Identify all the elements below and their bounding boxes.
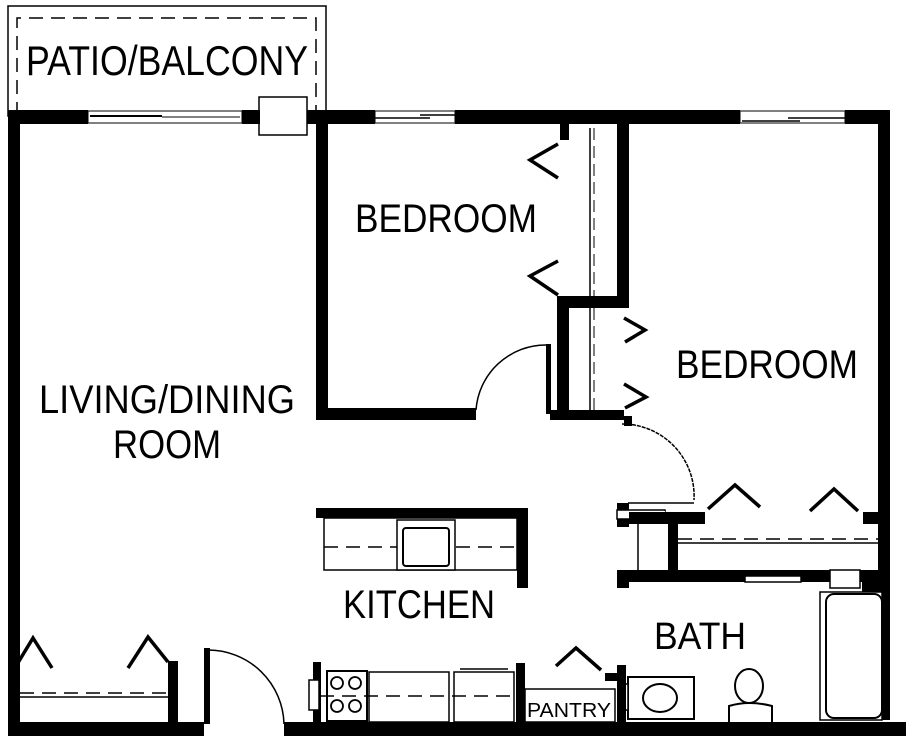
living-dining-room: LIVING/DINING ROOM: [14, 378, 295, 725]
patio-balcony: PATIO/BALCONY: [7, 5, 327, 136]
bifold-closet-door-icon: [14, 634, 54, 669]
pantry-label: PANTRY: [527, 700, 611, 722]
sliding-door-icon: [87, 110, 243, 124]
entry-door-icon: [204, 648, 285, 725]
hinged-door-icon: [621, 423, 695, 501]
bedroom-2: BEDROOM: [589, 308, 883, 572]
bifold-closet-door-icon: [554, 645, 603, 672]
bifold-closet-door-icon: [126, 634, 170, 669]
window-icon: [744, 575, 802, 583]
refrigerator-icon: [453, 668, 515, 723]
window-icon: [374, 110, 456, 124]
bifold-closet-door-icon: [526, 259, 559, 297]
bifold-closet-door-icon: [808, 486, 860, 513]
toilet-icon: [728, 668, 773, 722]
living-label-line2: ROOM: [113, 423, 221, 467]
vanity-sink-icon: [620, 676, 695, 720]
exterior-walls: [8, 110, 906, 736]
bathtub-icon: [819, 591, 883, 721]
bifold-closet-door-icon: [623, 382, 650, 410]
living-label-line1: LIVING/DINING: [39, 378, 295, 422]
bath: BATH: [617, 569, 883, 723]
bifold-closet-door-icon: [623, 316, 649, 344]
patio-label: PATIO/BALCONY: [26, 37, 308, 84]
kitchen: KITCHEN: [308, 508, 528, 725]
bifold-closet-door-icon: [706, 482, 762, 511]
bifold-closet-door-icon: [526, 142, 559, 180]
sink-icon: [396, 519, 456, 571]
pantry: PANTRY: [524, 645, 617, 723]
kitchen-label: KITCHEN: [343, 583, 495, 627]
window-icon: [739, 110, 846, 124]
patio-post-icon: [258, 96, 308, 136]
kitchen-counter: [368, 671, 450, 723]
bedroom-1: BEDROOM: [316, 124, 629, 420]
door-leaf: [546, 344, 551, 414]
bath-label: BATH: [654, 616, 746, 658]
hinged-door-icon: [475, 344, 547, 411]
bedroom-1-label: BEDROOM: [355, 197, 537, 241]
bedroom-2-label: BEDROOM: [676, 343, 858, 387]
